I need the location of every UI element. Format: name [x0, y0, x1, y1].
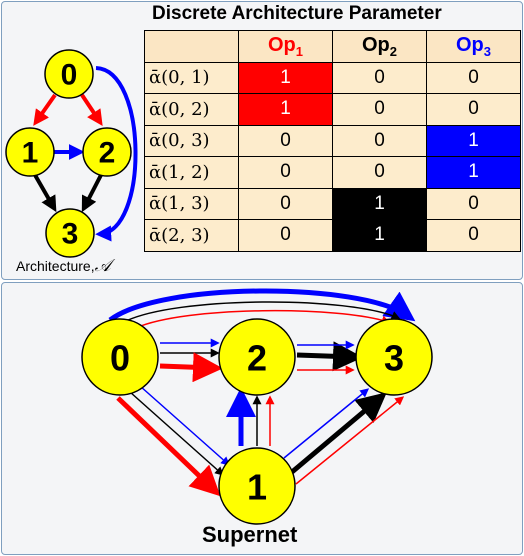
row-label: ᾱ(0, 2) — [144, 93, 239, 126]
table-cell: 1 — [426, 156, 521, 189]
table-title: Discrete Architecture Parameter — [152, 3, 442, 24]
table-row: ᾱ(1, 3) 0 1 0 — [144, 187, 521, 220]
architecture-label: Architecture,𝒜 — [16, 256, 111, 276]
row-label: ᾱ(0, 3) — [144, 124, 239, 157]
table-cell: 0 — [238, 124, 333, 157]
parameter-table: Op1 Op2 Op3 ᾱ(0, 1) 1 0 0 ᾱ(0, 2) 1 0 0 … — [144, 30, 521, 252]
table-row: ᾱ(1, 2) 0 0 1 — [144, 156, 521, 189]
bottom-panel — [1, 282, 523, 555]
table-cell: 1 — [332, 219, 427, 252]
table-cell: 1 — [332, 187, 427, 220]
table-cell: 0 — [332, 61, 427, 94]
row-label: ᾱ(2, 3) — [144, 219, 239, 252]
table-cell: 1 — [238, 93, 333, 126]
op1-header: Op1 — [238, 30, 333, 63]
table-row: ᾱ(0, 2) 1 0 0 — [144, 93, 521, 126]
table-row: ᾱ(2, 3) 0 1 0 — [144, 219, 521, 252]
supernet-title: Supernet — [202, 522, 298, 547]
table-cell: 0 — [238, 187, 333, 220]
table-cell: 0 — [332, 156, 427, 189]
table-cell: 0 — [426, 187, 521, 220]
table-cell: 0 — [426, 219, 521, 252]
op2-header: Op2 — [332, 30, 427, 63]
table-cell: 0 — [332, 93, 427, 126]
table-cell: 0 — [238, 219, 333, 252]
table-row: ᾱ(0, 1) 1 0 0 — [144, 61, 521, 94]
table-cell: 0 — [426, 61, 521, 94]
table-corner-cell — [144, 30, 239, 63]
table-cell: 0 — [238, 156, 333, 189]
table-row: ᾱ(0, 3) 0 0 1 — [144, 124, 521, 157]
table-cell: 1 — [238, 61, 333, 94]
table-cell: 1 — [426, 124, 521, 157]
row-label: ᾱ(1, 2) — [144, 156, 239, 189]
row-label: ᾱ(1, 3) — [144, 187, 239, 220]
op3-header: Op3 — [426, 30, 521, 63]
table-cell: 0 — [332, 124, 427, 157]
row-label: ᾱ(0, 1) — [144, 61, 239, 94]
table-header-row: Op1 Op2 Op3 — [144, 30, 521, 63]
table-cell: 0 — [426, 93, 521, 126]
